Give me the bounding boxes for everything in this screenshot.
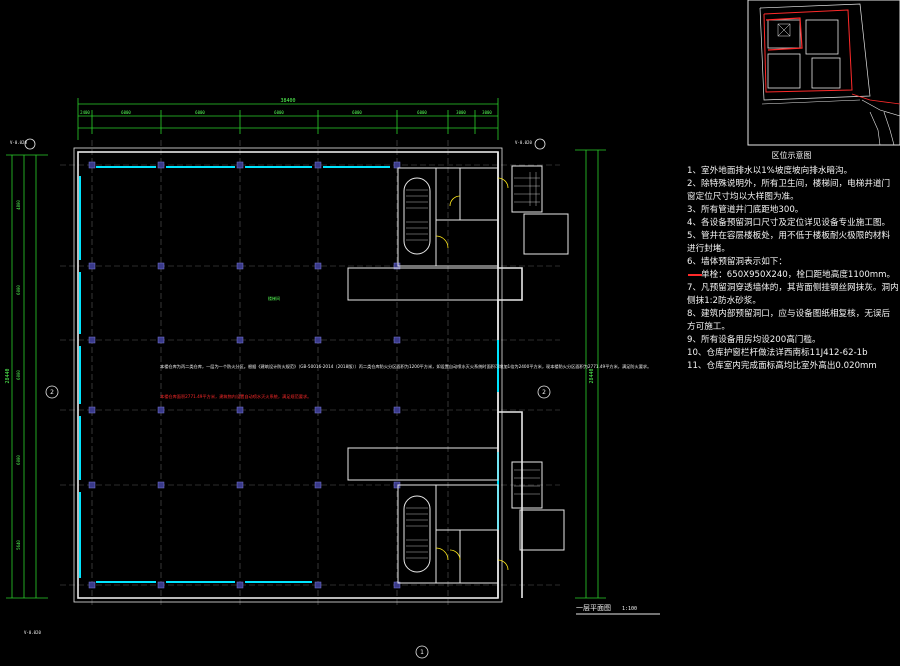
lower-service-core [347, 447, 565, 584]
top-segment-label: 6000 [121, 110, 131, 115]
top-segment-label: 2400 [80, 110, 90, 115]
note-line: 3、所有管道井门底距地300。 [687, 205, 804, 215]
note-line: 10、仓库护窗栏杆做法详西南标11J412-62-1b [687, 348, 868, 358]
left-segment-label: 6000 [16, 285, 21, 295]
top-segment-label: 6000 [274, 110, 284, 115]
key-plan [747, 0, 900, 146]
door-swings [435, 177, 509, 571]
top-segment-label: 6000 [352, 110, 362, 115]
top-segment-label: 3000 [482, 110, 492, 115]
level-label: V-0.020 [515, 140, 532, 145]
fire-zone-note: 本楼仓库为丙二类仓库，一层为一个防火分区。根据《建筑设计防火规范》（GB-500… [160, 363, 651, 370]
level-markers: V-0.020 V-0.020 V-0.020 [10, 140, 532, 635]
design-notes-panel: 区位示意图 1、室外地面排水以1%坡度坡向排水暗沟。 2、除特殊说明外，所有卫生… [683, 148, 900, 380]
note-line: 7、凡预留洞穿透墙体的，其背面侧挂钢丝网抹灰。洞内 [687, 283, 899, 293]
fire-zone-red-note: 本楼仓库面积2771.49平方米，建筑物内设置自动喷水灭火系统，满足规范要求。 [160, 393, 311, 400]
top-segment-label: 6000 [195, 110, 205, 115]
plan-title: 一层平面图 [576, 604, 611, 612]
note-line: 9、所有设备用房均设200高门槛。 [687, 335, 821, 345]
axis-label: 1 [420, 649, 424, 656]
left-overall-dimension: 28440 [5, 368, 11, 383]
note-line: 2、除特殊说明外，所有卫生间，楼梯间，电梯井道门 [687, 179, 891, 189]
hydrant-symbol [688, 274, 702, 276]
lower-stair-treads [406, 469, 540, 559]
note-line: 4、各设备预留洞口尺寸及定位详见设备专业施工图。 [687, 218, 891, 228]
note-line: 6、墙体预留洞表示如下： [687, 257, 787, 267]
note-line: 8、建筑内部预留洞口，应与设备图纸相复核，无误后 [687, 309, 891, 319]
left-segment-labels: 4800 6000 6000 6000 5640 [16, 200, 21, 550]
top-segment-label: 3000 [456, 110, 466, 115]
note-line: 方可施工。 [687, 322, 730, 332]
axis-bubble-labels: 2 2 1 [50, 389, 546, 656]
note-line: 窗定位尺寸均以大样图为准。 [687, 192, 799, 202]
note-line: 进行封堵。 [687, 244, 730, 254]
window-segments [79, 166, 499, 583]
note-line: 侧抹1:2防水砂浆。 [687, 296, 761, 306]
note-line: 5、管井在容层楼板处，用不低于楼板耐火极限的材料 [687, 231, 891, 241]
axis-label: 2 [50, 389, 54, 396]
upper-service-core [347, 165, 569, 301]
level-label: V-0.020 [10, 140, 27, 145]
top-segment-labels: 2400 6000 6000 6000 6000 6000 3000 3000 [80, 110, 492, 115]
upper-stair-treads [406, 172, 540, 241]
top-overall-dimension: 38400 [280, 98, 295, 104]
top-dimension-group [77, 98, 499, 140]
plan-scale: 1:100 [622, 606, 637, 612]
note-line: 11、仓库室内完成面标高均比室外高出0.020mm [687, 361, 877, 371]
left-segment-label: 6000 [16, 455, 21, 465]
axis-bubbles [24, 138, 551, 659]
right-overall-dimension: 28440 [589, 368, 595, 383]
left-segment-label: 6000 [16, 370, 21, 380]
top-segment-label: 6000 [417, 110, 427, 115]
side-dimension-group [6, 149, 606, 599]
notes-title: 区位示意图 [771, 151, 812, 160]
axis-label: 2 [542, 389, 546, 396]
left-segment-label: 4800 [16, 200, 21, 210]
level-label: V-0.020 [24, 630, 41, 635]
stair-label: 楼梯间 [268, 295, 280, 301]
note-line: 单栓：650X950X240，栓口距地高度1100mm。 [701, 270, 896, 280]
structural-columns [88, 161, 401, 589]
note-line: 1、室外地面排水以1%坡度坡向排水暗沟。 [687, 166, 853, 176]
left-segment-label: 5640 [16, 540, 21, 550]
